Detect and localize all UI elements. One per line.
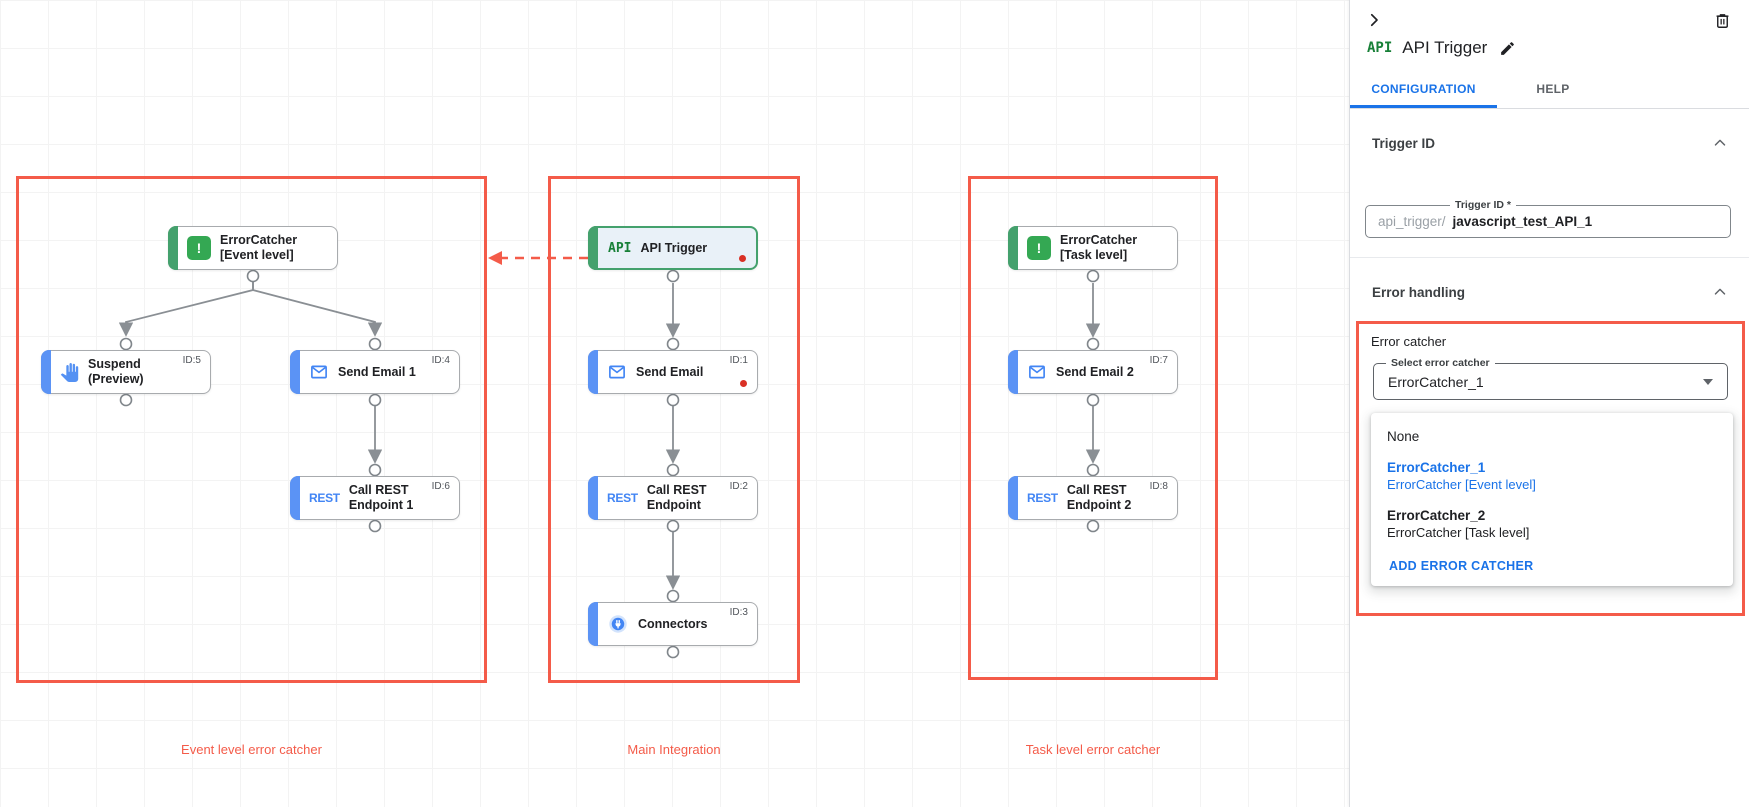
node-stripe: [168, 226, 178, 270]
node-stripe: [41, 350, 51, 394]
node-call-rest-endpoint-2[interactable]: REST Call REST Endpoint 2 ID:8: [1008, 476, 1178, 520]
trigger-id-value: javascript_test_API_1: [1452, 214, 1593, 229]
node-stripe: [588, 602, 598, 646]
option-name: ErrorCatcher_1: [1387, 460, 1486, 475]
node-call-rest-endpoint-1[interactable]: REST Call REST Endpoint 1 ID:6: [290, 476, 460, 520]
collapse-section-trigger-id[interactable]: [1711, 134, 1729, 152]
node-stripe: [588, 476, 598, 520]
node-label: Connectors: [638, 616, 708, 631]
section-divider: [1350, 257, 1749, 258]
section-title-trigger-id: Trigger ID: [1372, 135, 1436, 151]
node-label: ErrorCatcher [Event level]: [220, 233, 298, 262]
hand-icon: [60, 362, 79, 382]
group-box-task-level: [968, 176, 1218, 680]
select-error-catcher-value: ErrorCatcher_1: [1388, 373, 1484, 390]
node-id-badge: ID:1: [729, 355, 748, 366]
add-error-catcher-button[interactable]: ADD ERROR CATCHER: [1389, 559, 1534, 573]
node-send-email-1[interactable]: Send Email 1 ID:4: [290, 350, 460, 394]
mail-icon: [607, 363, 627, 381]
workflow-canvas[interactable]: ! ErrorCatcher [Event level] Suspend (Pr…: [0, 0, 1349, 807]
caption-event-level: Event level error catcher: [181, 742, 322, 757]
panel-tabs: CONFIGURATION HELP: [1350, 70, 1749, 109]
node-label: Call REST Endpoint: [646, 483, 707, 512]
node-stripe: [588, 350, 598, 394]
delete-trigger-button[interactable]: [1711, 9, 1733, 31]
group-box-event-level: [16, 176, 487, 683]
select-error-catcher-label: Select error catcher: [1386, 357, 1495, 369]
rest-icon: REST: [1027, 491, 1058, 505]
option-description: ErrorCatcher [Task level]: [1387, 525, 1530, 540]
caption-main-integration: Main Integration: [627, 742, 721, 757]
mail-icon: [309, 363, 329, 381]
option-name: ErrorCatcher_2: [1387, 508, 1486, 523]
config-panel: API API Trigger CONFIGURATION HELP Trigg…: [1349, 0, 1749, 807]
option-errorcatcher-1[interactable]: ErrorCatcher_1 ErrorCatcher [Event level…: [1371, 457, 1733, 495]
pencil-icon: [1501, 41, 1515, 55]
node-stripe: [290, 476, 300, 520]
collapse-section-error-handling[interactable]: [1711, 283, 1729, 301]
group-box-main-integration: [548, 176, 800, 683]
mail-icon: [1027, 363, 1047, 381]
api-trigger-logo: API: [1367, 40, 1393, 56]
error-catcher-label: Error catcher: [1371, 334, 1447, 349]
node-id-badge: ID:5: [182, 355, 201, 366]
edit-title-button[interactable]: [1499, 40, 1516, 57]
trigger-id-prefix: api_trigger/: [1378, 214, 1446, 229]
node-id-badge: ID:4: [431, 355, 450, 366]
node-id-badge: ID:8: [1149, 481, 1168, 492]
chevron-right-icon: [1370, 13, 1378, 27]
trigger-id-field[interactable]: Trigger ID * api_trigger/ javascript_tes…: [1365, 199, 1731, 238]
collapse-panel-button[interactable]: [1363, 9, 1385, 31]
dropdown-caret-icon: [1703, 378, 1713, 385]
node-errorcatcher-event-level[interactable]: ! ErrorCatcher [Event level]: [168, 226, 338, 270]
node-label: Send Email: [636, 364, 704, 379]
node-id-badge: ID:7: [1149, 355, 1168, 366]
option-description: ErrorCatcher [Event level]: [1387, 477, 1536, 492]
node-stripe: [1008, 350, 1018, 394]
node-label: Call REST Endpoint 2: [1066, 483, 1132, 512]
panel-title: API Trigger: [1402, 38, 1488, 57]
error-indicator-dot: [739, 255, 746, 262]
error-catcher-annotation-box: Error catcher Select error catcher Error…: [1356, 321, 1745, 616]
node-label: Call REST Endpoint 1: [348, 483, 414, 512]
node-label: ErrorCatcher [Task level]: [1060, 233, 1138, 262]
caption-task-level: Task level error catcher: [1025, 742, 1161, 757]
node-id-badge: ID:6: [431, 481, 450, 492]
node-stripe: [588, 226, 598, 270]
tab-help[interactable]: HELP: [1536, 82, 1570, 96]
node-call-rest-endpoint[interactable]: REST Call REST Endpoint ID:2: [588, 476, 758, 520]
node-label: Suspend (Preview): [88, 357, 144, 386]
node-errorcatcher-task-level[interactable]: ! ErrorCatcher [Task level]: [1008, 226, 1178, 270]
node-send-email-2[interactable]: Send Email 2 ID:7: [1008, 350, 1178, 394]
error-catcher-dropdown-menu: None ErrorCatcher_1 ErrorCatcher [Event …: [1371, 413, 1733, 586]
node-label: API Trigger: [640, 240, 708, 255]
trigger-id-field-label: Trigger ID *: [1450, 199, 1517, 211]
node-send-email[interactable]: Send Email ID:1: [588, 350, 758, 394]
node-api-trigger[interactable]: API API Trigger: [588, 226, 758, 270]
select-error-catcher[interactable]: Select error catcher ErrorCatcher_1: [1373, 357, 1728, 400]
node-id-badge: ID:2: [729, 481, 748, 492]
option-errorcatcher-2[interactable]: ErrorCatcher_2 ErrorCatcher [Task level]: [1371, 505, 1733, 543]
option-none[interactable]: None: [1387, 429, 1420, 444]
connector-icon: [607, 613, 629, 635]
section-title-error-handling: Error handling: [1372, 284, 1466, 300]
error-indicator-dot: [740, 380, 747, 387]
node-connectors[interactable]: Connectors ID:3: [588, 602, 758, 646]
error-catcher-icon: !: [1027, 236, 1051, 260]
error-catcher-icon: !: [187, 236, 211, 260]
node-stripe: [290, 350, 300, 394]
rest-icon: REST: [309, 491, 340, 505]
node-suspend-preview[interactable]: Suspend (Preview) ID:5: [41, 350, 211, 394]
node-id-badge: ID:3: [729, 607, 748, 618]
tab-configuration[interactable]: CONFIGURATION: [1350, 70, 1497, 108]
chevron-up-icon: [1714, 139, 1726, 146]
chevron-up-icon: [1714, 288, 1726, 295]
node-label: Send Email 1: [338, 364, 416, 379]
trash-icon: [1716, 13, 1728, 28]
node-stripe: [1008, 476, 1018, 520]
node-label: Send Email 2: [1056, 364, 1134, 379]
node-stripe: [1008, 226, 1018, 270]
api-icon: API: [608, 240, 632, 256]
rest-icon: REST: [607, 491, 638, 505]
